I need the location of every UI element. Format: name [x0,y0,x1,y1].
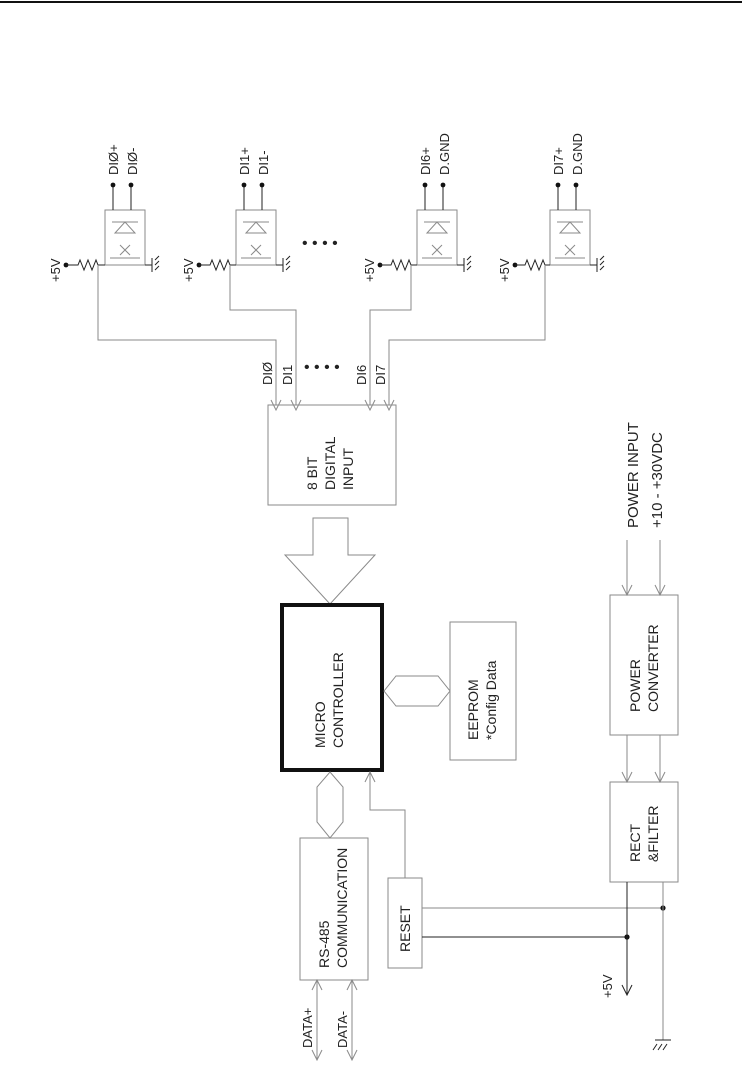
digital-input-line-1: 8 BIT [304,456,320,490]
rs485-block [299,837,369,981]
pin-label-plus: DIØ+ [106,144,121,175]
optocoupler [416,209,458,266]
pin-label-minus: DIØ- [125,148,140,175]
resistor [199,258,236,272]
ground-symbol [276,255,291,272]
input-channel-0: DIØ+ DIØ- +5V [48,144,282,412]
ground-symbol [590,255,605,272]
optocoupler-symbol [241,221,271,259]
data-flow-arrow [283,517,377,605]
power-input-label: POWER INPUT [625,422,642,528]
bus-label-di1: DI1 [280,365,295,385]
resistor [66,258,105,272]
digital-input-line-3: INPUT [340,448,356,490]
pin-dot [440,182,446,188]
pin-label-minus: DI1- [256,150,271,175]
data-plus-label: DATA+ [300,1008,315,1048]
5v-rail-arrow [621,984,633,997]
eeprom-line-2: *Config Data [483,660,499,740]
converter-arrows [621,771,666,784]
digital-input-block [267,404,397,506]
rect-filter-block [609,781,679,883]
supply-label: +5V [181,258,196,282]
pin-dot [422,182,428,188]
eeprom-block [449,621,517,761]
signal-wire [369,265,412,405]
optocoupler-symbol [422,221,452,259]
optocoupler [549,209,591,266]
channel-ellipsis: • • • • [302,235,338,252]
pin-dot [110,182,116,188]
rect-filter-line-2: &FILTER [645,805,661,862]
arrow-head [270,399,282,412]
eeprom-line-1: EEPROM [465,679,481,740]
supply-label: +5V [497,258,512,282]
resistor [380,258,417,272]
micro-controller-block [280,603,384,772]
optocoupler [104,209,146,266]
pin-label-plus: DI1+ [237,147,252,175]
supply-label: +5V [362,258,377,282]
signal-wire [388,265,546,405]
pin-label-minus: D.GND [437,133,452,175]
signal-wire [97,265,277,405]
pin-dot [555,182,561,188]
rs485-line-1: RS-485 [316,920,332,968]
power-converter-block [609,594,679,736]
data-minus-arrows [346,978,358,1062]
reset-label: RESET [397,905,413,952]
arrow-head [364,399,376,412]
ground-symbol [145,255,160,272]
input-channel-1: DI1+ DI1- +5V [181,147,302,412]
reset-arrow [364,770,376,783]
bus-label-di0: DIØ [260,362,275,385]
optocoupler [235,209,277,266]
rs485-bus-arrow [316,771,344,839]
input-channel-7: DI7+ D.GND +5V [383,133,605,412]
rect-filter-line-1: RECT [627,823,643,862]
data-minus-label: DATA- [335,1011,350,1048]
arrow-head [290,399,302,412]
reset-wire [369,772,406,878]
pin-dot [128,182,134,188]
pin-dot [241,182,247,188]
bus-label-di7: DI7 [373,365,388,385]
ground-symbol [457,255,472,272]
pin-label-minus: D.GND [570,133,585,175]
arrow-head [383,399,395,412]
optocoupler-symbol [110,221,140,259]
rs485-line-2: COMMUNICATION [334,848,350,968]
resistor [515,258,550,272]
pin-dot [573,182,579,188]
ground-rail-symbol [652,1039,671,1051]
pin-dot [259,182,265,188]
pin-label-plus: DI7+ [551,147,566,175]
power-converter-line-2: CONVERTER [645,624,661,712]
pin-label-plus: DI6+ [418,147,433,175]
data-plus-arrows [311,978,323,1062]
signal-wire [229,265,297,405]
supply-label: +5V [48,258,63,282]
power-converter-line-1: POWER [627,659,643,712]
eeprom-bus-arrow [383,675,451,707]
digital-input-line-2: DIGITAL [322,436,338,490]
power-input-range: +10 - +30VDC [649,432,666,528]
power-input-arrows [621,584,666,597]
input-channel-6: DI6+ D.GND +5V [362,133,472,412]
micro-controller-line-1: MICRO [312,701,328,748]
optocoupler-symbol [555,221,585,259]
micro-controller-line-2: CONTROLLER [330,652,346,748]
bus-ellipsis: • • • • [304,359,340,376]
5v-output-label: +5V [600,974,615,998]
bus-label-di6: DI6 [354,365,369,385]
